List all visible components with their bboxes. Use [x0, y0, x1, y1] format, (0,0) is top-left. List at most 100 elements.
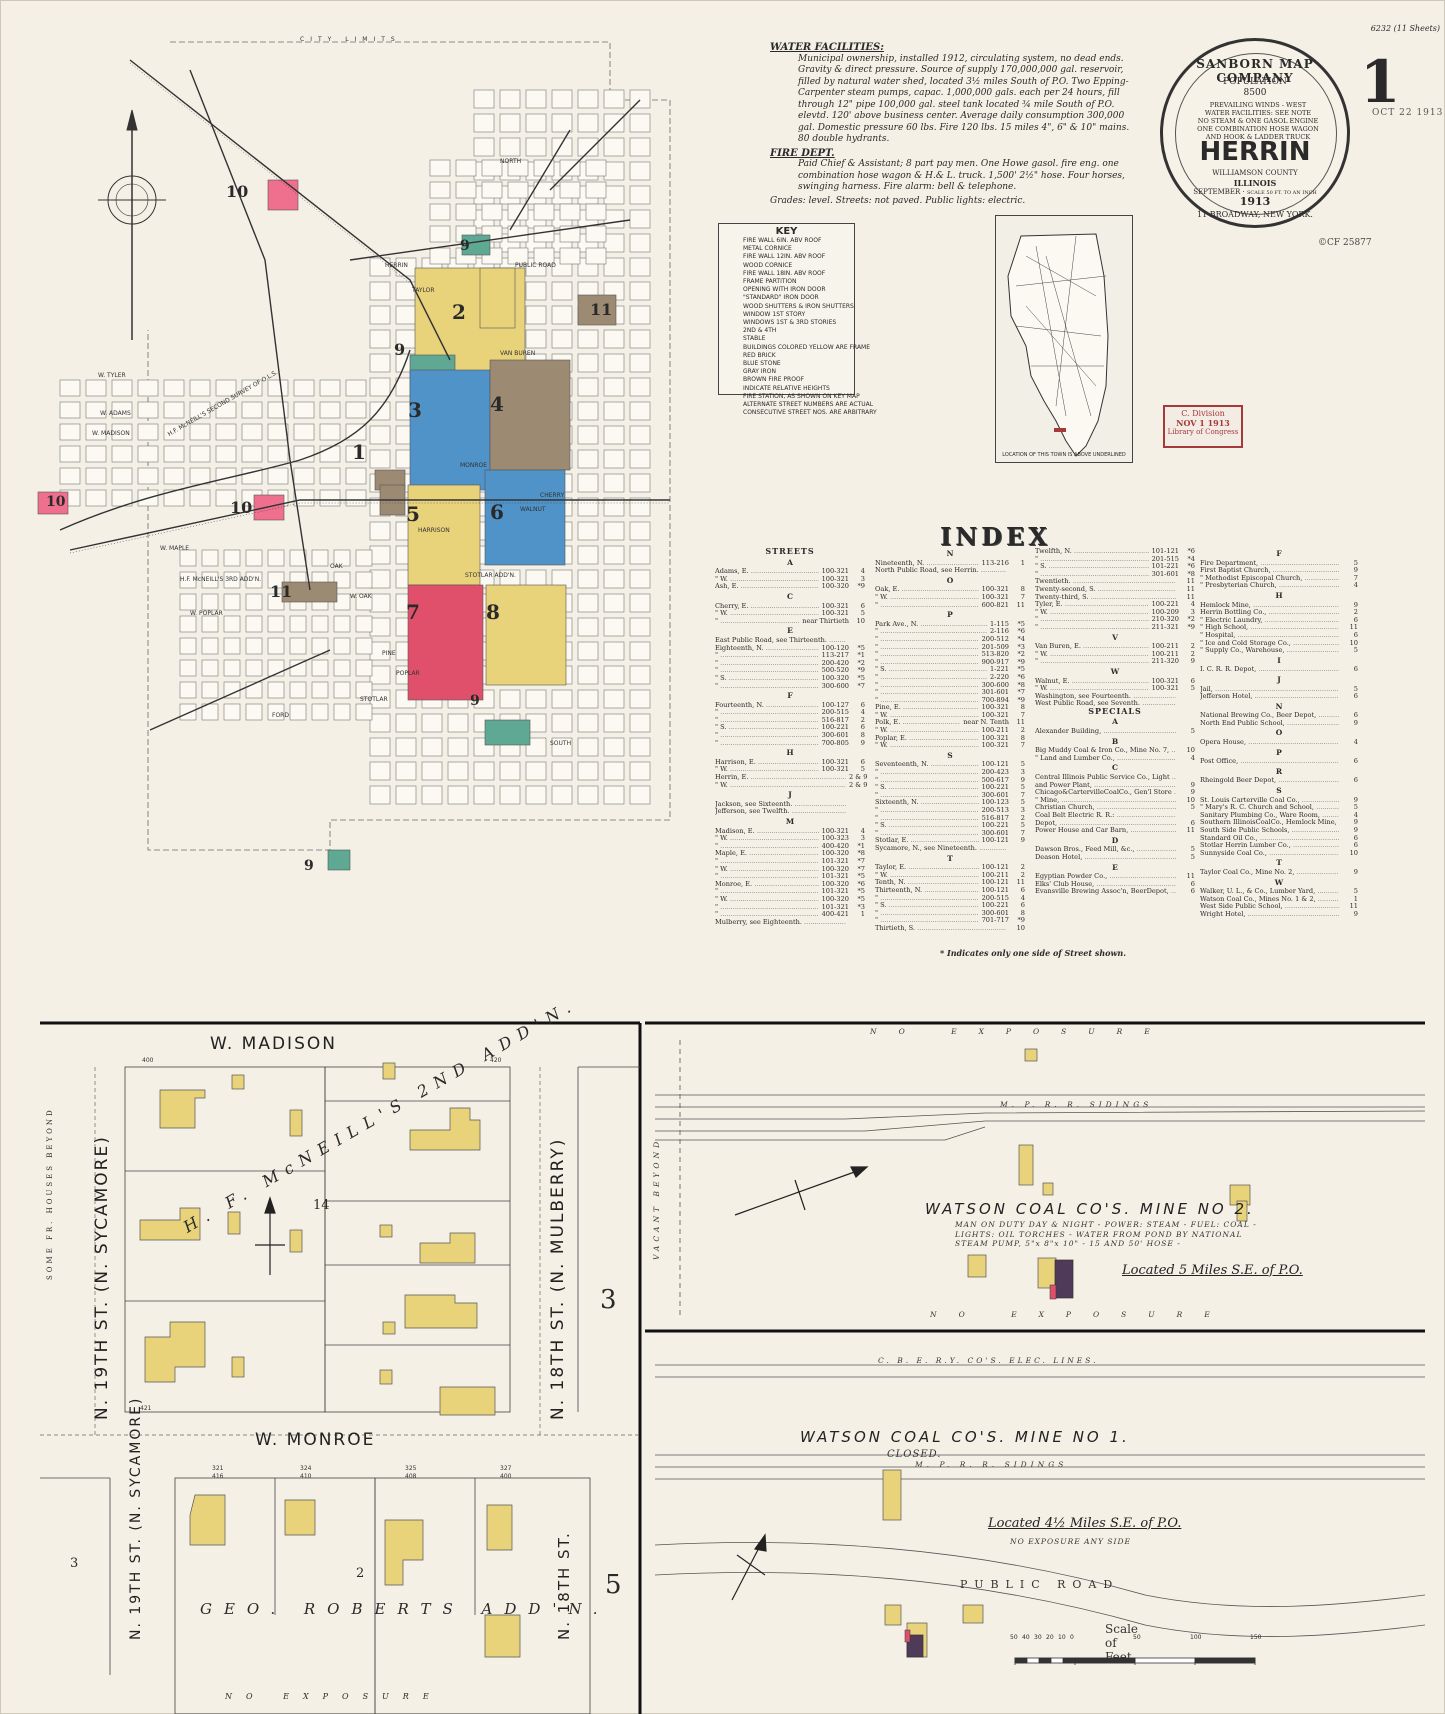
index-entry[interactable]: Sunnyside Coal Co.,10: [1200, 849, 1358, 858]
index-entry[interactable]: Eighteenth, N.100-120*5: [715, 644, 865, 653]
index-entry[interactable]: West Side Public School,11: [1200, 903, 1358, 911]
block-number[interactable]: 11: [270, 582, 293, 601]
index-entry[interactable]: "513-820*2: [875, 651, 1025, 659]
index-entry[interactable]: " W.100-320*5: [715, 895, 865, 904]
index-entry[interactable]: Taylor Coal Co., Mine No. 2,9: [1200, 868, 1358, 877]
block-number[interactable]: 4: [490, 392, 504, 416]
index-entry[interactable]: South Side Public Schools,9: [1200, 826, 1358, 835]
index-entry[interactable]: Thirtieth, S.10: [875, 924, 1025, 933]
index-entry[interactable]: " Land and Lumber Co.,4: [1035, 754, 1195, 763]
index-entry[interactable]: Watson Coal Co., Mines No. 1 & 2,1: [1200, 895, 1358, 904]
index-entry[interactable]: Jackson, see Sixteenth.: [715, 801, 865, 809]
block-number[interactable]: 9: [304, 858, 314, 874]
block-number[interactable]: 9: [394, 340, 406, 359]
index-entry[interactable]: Alexander Building,5: [1035, 727, 1195, 736]
index-entry[interactable]: "201-509*3: [875, 643, 1025, 652]
index-entry[interactable]: " S.101-221*6: [1035, 563, 1195, 571]
index-entry[interactable]: Washington, see Fourteenth.: [1035, 693, 1195, 701]
block-number[interactable]: 10: [46, 494, 66, 510]
index-entry[interactable]: Walker, U. L., & Co., Lumber Yard,5: [1200, 888, 1358, 896]
block-number[interactable]: 8: [486, 600, 500, 624]
index-entry[interactable]: "301-601*7: [875, 688, 1025, 697]
index-entry[interactable]: Herrin, E.2 & 9: [715, 773, 867, 782]
adjacent-sheet-ref[interactable]: 3: [70, 1556, 79, 1571]
block-number[interactable]: 11: [590, 300, 613, 319]
index-entry[interactable]: I. C. R. R. Depot,6: [1200, 666, 1358, 674]
index-entry[interactable]: Sycamore, N., see Nineteenth.: [875, 845, 1025, 853]
index-entry[interactable]: Twenty-third, S.11: [1035, 593, 1195, 602]
block-number[interactable]: 10: [226, 182, 249, 201]
index-entry[interactable]: " W.100-320*7: [715, 865, 865, 874]
index-entry[interactable]: Monroe, E.100-320*6: [715, 880, 865, 889]
index-entry[interactable]: Southern IllinoisCoalCo., Hemlock Mine,9: [1200, 819, 1358, 827]
index-entry[interactable]: Mulberry, see Eighteenth.: [715, 919, 865, 927]
block-number[interactable]: 7: [406, 600, 420, 624]
index-entry[interactable]: "2-220*6: [875, 673, 1025, 682]
block-number[interactable]: 14: [313, 1198, 330, 1213]
block-number[interactable]: 9: [460, 238, 470, 254]
index-entry[interactable]: Park Ave., N.1-115*5: [875, 620, 1025, 629]
index-entry[interactable]: "201-515*4: [1035, 555, 1195, 564]
index-entry[interactable]: Coal Belt Electric R. R.:: [1035, 812, 1195, 820]
index-entry[interactable]: Big Muddy Coal & Iron Co., Mine No. 7,10: [1035, 747, 1195, 755]
adjacent-sheet-ref[interactable]: 5: [605, 1570, 622, 1600]
index-entry[interactable]: Rheingold Beer Depot,6: [1200, 777, 1358, 785]
index-entry[interactable]: Evansville Brewing Assoc'n, BeerDepot,6: [1035, 888, 1195, 896]
index-entry[interactable]: "211-321*9: [1035, 623, 1195, 632]
block-number[interactable]: 10: [230, 498, 253, 517]
index-entry[interactable]: "113-217*1: [715, 652, 865, 660]
index-entry[interactable]: "101-321*7: [715, 857, 865, 866]
block-number[interactable]: 5: [406, 502, 420, 526]
index-entry[interactable]: "101-321*3: [715, 903, 865, 912]
index-entry[interactable]: " S.100-320*5: [715, 674, 865, 683]
index-entry[interactable]: Herrin Bottling Co.,2: [1200, 609, 1358, 617]
index-entry[interactable]: Fire Department,5: [1200, 559, 1358, 568]
index-entry[interactable]: First Baptist Church,9: [1200, 567, 1358, 575]
index-entry[interactable]: "400-420*1: [715, 842, 865, 851]
index-entry[interactable]: North End Public School,9: [1200, 719, 1358, 728]
index-entry[interactable]: " S.1-221*5: [875, 666, 1025, 674]
index-entry[interactable]: "900-917*9: [875, 658, 1025, 667]
block-number[interactable]: 2: [452, 300, 466, 324]
index-entry[interactable]: Jail,5: [1200, 685, 1358, 694]
block-number[interactable]: 9: [470, 693, 480, 709]
index-entry[interactable]: "701-717*9: [875, 917, 1025, 925]
index-entry[interactable]: Deason Hotel,5: [1035, 853, 1195, 862]
index-entry[interactable]: " Mine,10: [1035, 796, 1195, 805]
index-entry[interactable]: "200-420*2: [715, 659, 865, 668]
index-entry[interactable]: Hemlock Mine,9: [1200, 601, 1358, 610]
index-entry[interactable]: " Methodist Episcopal Church,7: [1200, 574, 1358, 583]
index-entry[interactable]: Depot,6: [1035, 819, 1195, 828]
